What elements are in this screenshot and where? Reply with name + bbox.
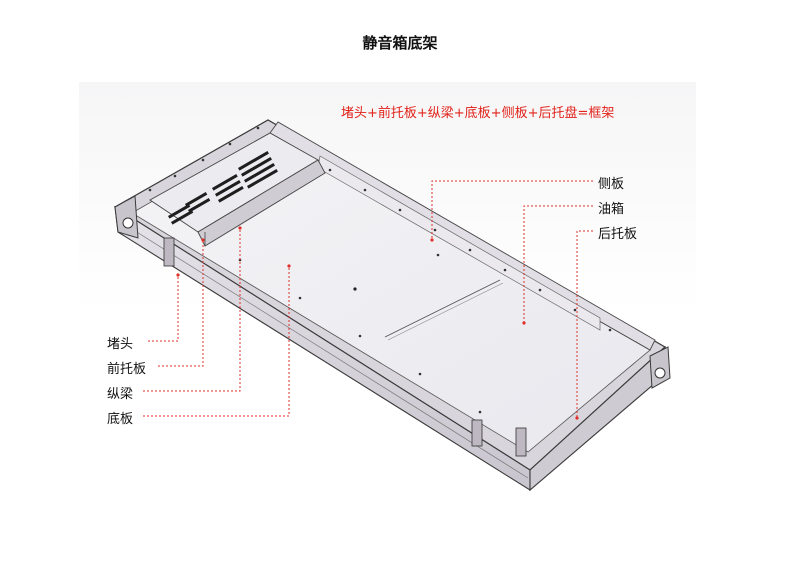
label-oil-tank: 油箱 — [598, 202, 625, 217]
label-end-plug: 堵头 — [107, 337, 134, 352]
label-longitudinal-beam: 纵梁 — [107, 387, 134, 402]
leader-dots — [176, 226, 579, 420]
side-wall-back-ledge — [317, 155, 601, 331]
leader-lines — [143, 180, 593, 418]
label-front-support-plate: 前托板 — [107, 362, 147, 377]
label-bottom-plate: 底板 — [107, 412, 134, 427]
composition-formula: 堵头+前托板+纵梁+底板+侧板+后托盘=框架 — [341, 106, 615, 121]
vent-slots — [168, 151, 278, 225]
rail-brackets — [163, 237, 527, 457]
page-title: 静音箱底架 — [362, 34, 438, 52]
bolt-holes — [148, 126, 612, 414]
label-rear-support-plate: 后托板 — [598, 227, 638, 242]
label-side-plate: 侧板 — [598, 177, 625, 192]
end-plug-left — [114, 195, 139, 239]
